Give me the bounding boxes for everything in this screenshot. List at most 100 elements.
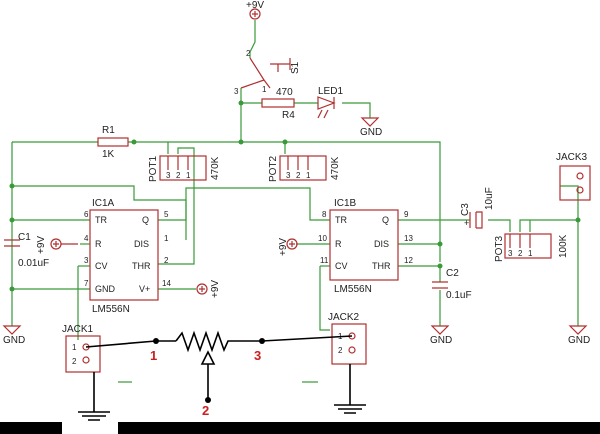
svg-text:LM556N: LM556N: [92, 304, 130, 315]
node-1-dot: [153, 338, 159, 344]
svg-text:C1: C1: [18, 232, 31, 243]
ic1b: IC1B LM556N TR Q R DIS CV THR 8 9 10 13 …: [318, 198, 413, 295]
svg-text:JACK2: JACK2: [328, 312, 360, 323]
svg-text:10: 10: [318, 234, 327, 243]
svg-text:GND: GND: [3, 335, 25, 346]
svg-text:1: 1: [186, 171, 191, 180]
svg-text:LM556N: LM556N: [334, 284, 372, 295]
svg-text:R4: R4: [282, 110, 295, 121]
svg-text:TR: TR: [335, 215, 347, 225]
supply-top: +9V: [246, 0, 264, 20]
svg-text:1K: 1K: [102, 149, 115, 160]
svg-text:2: 2: [164, 256, 169, 265]
node-3-dot: [259, 338, 265, 344]
svg-text:CV: CV: [335, 261, 348, 271]
svg-text:1: 1: [262, 85, 267, 94]
svg-text:THR: THR: [132, 261, 151, 271]
svg-text:TR: TR: [95, 215, 107, 225]
resistor-r4: 470 R4: [261, 87, 295, 121]
svg-text:DIS: DIS: [134, 239, 149, 249]
svg-text:POT1: POT1: [148, 155, 159, 182]
gnd-c1: GND: [2, 325, 25, 346]
svg-text:JACK1: JACK1: [62, 324, 94, 335]
svg-text:5: 5: [164, 210, 169, 219]
svg-text:0.1uF: 0.1uF: [446, 290, 472, 301]
gnd-led: GND: [360, 117, 382, 138]
svg-text:7: 7: [84, 279, 89, 288]
svg-text:GND: GND: [430, 335, 452, 346]
svg-text:Q: Q: [382, 215, 389, 225]
svg-text:2: 2: [176, 171, 181, 180]
resistor-r1: R1 1K: [97, 125, 129, 160]
svg-text:LED1: LED1: [318, 86, 343, 97]
svg-text:11: 11: [320, 256, 329, 265]
svg-text:GND: GND: [568, 335, 590, 346]
external-pot-overlay: 1 3 2: [78, 330, 366, 421]
svg-text:3: 3: [234, 87, 239, 96]
svg-text:8: 8: [322, 210, 327, 219]
svg-text:C2: C2: [446, 268, 459, 279]
svg-text:CV: CV: [95, 261, 108, 271]
svg-text:THR: THR: [372, 261, 391, 271]
svg-text:POT3: POT3: [494, 235, 505, 262]
supply-ic1a-r: +9V: [36, 236, 78, 254]
svg-text:470K: 470K: [330, 156, 341, 180]
junctions: [9, 100, 581, 292]
svg-text:0.01uF: 0.01uF: [18, 258, 49, 269]
svg-text:+: +: [464, 218, 469, 228]
ic1a: IC1A LM556N TR Q R DIS CV THR GND V+ 6 5…: [84, 198, 171, 315]
svg-text:3: 3: [286, 171, 291, 180]
svg-text:2: 2: [72, 357, 77, 366]
wire-network: [11, 20, 579, 340]
pot-2: 3 2 1 POT2 470K: [268, 155, 341, 182]
svg-text:DIS: DIS: [374, 239, 389, 249]
svg-text:Q: Q: [142, 215, 149, 225]
pot-3: 3 2 1 POT3 100K: [494, 233, 569, 262]
pot-1: 3 2 1 POT1 470K: [148, 155, 221, 182]
svg-text:1: 1: [528, 249, 533, 258]
svg-text:14: 14: [162, 279, 171, 288]
svg-text:V+: V+: [139, 284, 150, 294]
svg-text:IC1A: IC1A: [92, 198, 115, 209]
svg-text:GND: GND: [360, 127, 382, 138]
bottom-bar-left: [0, 422, 62, 434]
svg-text:POT2: POT2: [268, 155, 279, 182]
svg-text:R1: R1: [102, 125, 115, 136]
capacitor-c2: C2 0.1uF: [432, 268, 472, 301]
switch-s1: S1 2 1 3: [234, 49, 301, 96]
svg-text:2: 2: [338, 346, 343, 355]
svg-text:2: 2: [296, 171, 301, 180]
annotation-node-1: 1: [150, 348, 157, 363]
svg-text:IC1B: IC1B: [334, 198, 357, 209]
svg-text:R: R: [95, 239, 102, 249]
svg-text:1: 1: [164, 234, 169, 243]
svg-text:1: 1: [306, 171, 311, 180]
svg-text:S1: S1: [290, 61, 301, 74]
svg-text:JACK3: JACK3: [556, 152, 588, 163]
svg-text:GND: GND: [95, 284, 116, 294]
svg-text:12: 12: [404, 256, 413, 265]
svg-text:470: 470: [276, 87, 293, 98]
svg-text:C3: C3: [460, 203, 471, 216]
svg-text:3: 3: [84, 256, 89, 265]
svg-text:+9V: +9V: [246, 0, 264, 11]
bottom-bar-right: [118, 422, 600, 434]
supply-ic1a-v: +9V: [196, 280, 221, 298]
node-2-dot: [205, 397, 211, 403]
svg-text:10uF: 10uF: [484, 187, 495, 210]
svg-text:4: 4: [84, 234, 89, 243]
gnd-c2: GND: [430, 325, 452, 346]
svg-text:6: 6: [84, 210, 89, 219]
svg-text:2: 2: [518, 249, 523, 258]
annotation-node-3: 3: [254, 348, 261, 363]
annotation-node-2: 2: [202, 403, 209, 418]
jack-2: 1 2 JACK2: [328, 312, 367, 365]
svg-text:R: R: [335, 239, 342, 249]
svg-text:+9V: +9V: [278, 238, 289, 256]
svg-text:1: 1: [72, 343, 77, 352]
supply-ic1b-r: +9V: [278, 238, 298, 256]
svg-text:+9V: +9V: [210, 280, 221, 298]
led-1: LED1: [317, 86, 343, 119]
